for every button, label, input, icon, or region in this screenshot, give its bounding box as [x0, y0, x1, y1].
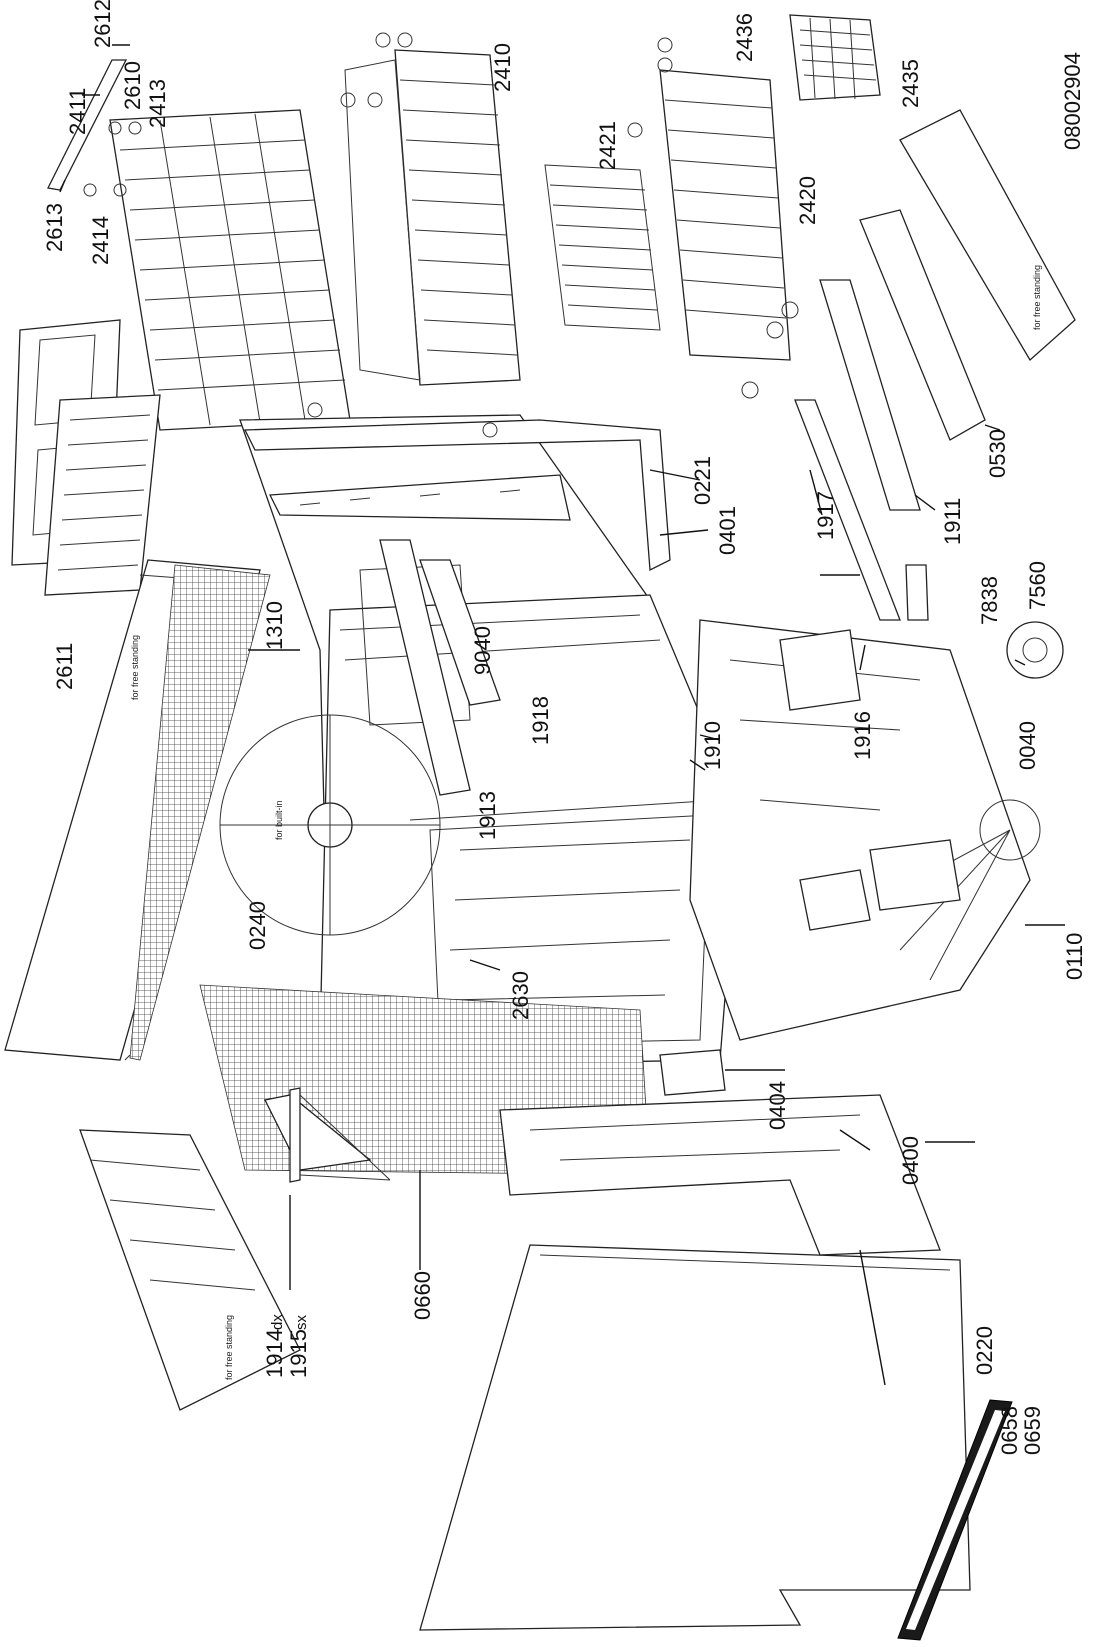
rack-rail [47, 59, 128, 191]
hose-tube [905, 564, 929, 621]
door-handle [897, 1399, 1013, 1641]
label-0530: 0530 [985, 429, 1010, 478]
label-0221: 0221 [690, 456, 715, 505]
door-panel [419, 1244, 971, 1631]
rear-cover-note: for free standing [224, 1315, 234, 1380]
label-2435: 2435 [898, 59, 923, 108]
label-1910: 1910 [700, 721, 725, 770]
label-9040: 9040 [470, 626, 495, 675]
label-2612: 2612 [90, 0, 115, 48]
label-1918: 1918 [528, 696, 553, 745]
label-1914: 1914 [262, 1329, 287, 1378]
drawing-number: 08002904 [1060, 52, 1085, 150]
fan [1006, 621, 1064, 679]
kick-panel-note: for free standing [1032, 265, 1042, 330]
label-1911: 1911 [940, 498, 965, 545]
label-2611: 2611 [52, 643, 77, 690]
hinge-rail [819, 279, 921, 511]
terminal-block [659, 1049, 726, 1096]
label-1310: 1310 [262, 601, 287, 650]
kick-panel: for free standing [859, 109, 1076, 441]
label-2436: 2436 [732, 13, 757, 62]
upper-basket-left [109, 109, 351, 431]
label-0400: 0400 [898, 1136, 923, 1185]
label-0659: 0659 [1020, 1406, 1045, 1455]
door-seal-frame [379, 539, 501, 796]
upper-side-rail [268, 474, 571, 521]
base-tray [689, 619, 1041, 1041]
label-0040: 0040 [1015, 721, 1040, 770]
label-2413: 2413 [145, 79, 170, 128]
worktop: for free standing [4, 559, 271, 1061]
rear-cover: for free standing [79, 1129, 301, 1411]
label-2410: 2410 [490, 43, 515, 92]
label-2613: 2613 [42, 203, 67, 252]
built-in-note: for built-in [274, 800, 284, 840]
label-7560: 7560 [1025, 561, 1050, 610]
side-rail-trays [11, 319, 161, 596]
label-2630: 2630 [508, 971, 533, 1020]
label-1916: 1916 [850, 711, 875, 760]
label-0658: 0658 [997, 1406, 1022, 1455]
label-0404: 0404 [765, 1081, 790, 1130]
label-1913: 1913 [475, 791, 500, 840]
lower-rack [544, 69, 791, 361]
top-frame [243, 419, 671, 572]
label-1914-side: dx [269, 1314, 286, 1330]
label-1917: 1917 [813, 491, 838, 540]
label-0401: 0401 [715, 506, 740, 555]
worktop-note: for free standing [130, 635, 140, 700]
door-spring-rail [794, 399, 901, 621]
upper-rack [344, 49, 521, 386]
label-1915-side: sx [293, 1315, 310, 1331]
label-2411: 2411 [65, 88, 90, 135]
label-0660: 0660 [410, 1271, 435, 1320]
label-0240: 0240 [245, 901, 270, 950]
cutlery-basket [789, 14, 881, 101]
label-0110: 0110 [1062, 933, 1087, 980]
part-labels: 2411 2612 2610 2413 2613 2414 2410 2421 … [42, 0, 1087, 1455]
lower-side-rail [499, 1094, 941, 1256]
label-2420: 2420 [795, 176, 820, 225]
label-2421: 2421 [595, 121, 620, 170]
leader-lines [59, 44, 1026, 1386]
label-2414: 2414 [88, 216, 113, 265]
hinge-bracket [289, 1087, 391, 1183]
label-0220: 0220 [972, 1326, 997, 1375]
label-1915: 1915 [286, 1329, 311, 1378]
fasteners [83, 32, 1065, 1143]
label-2610: 2610 [120, 61, 145, 110]
label-7838: 7838 [977, 576, 1002, 625]
pump-assembly [779, 629, 961, 931]
